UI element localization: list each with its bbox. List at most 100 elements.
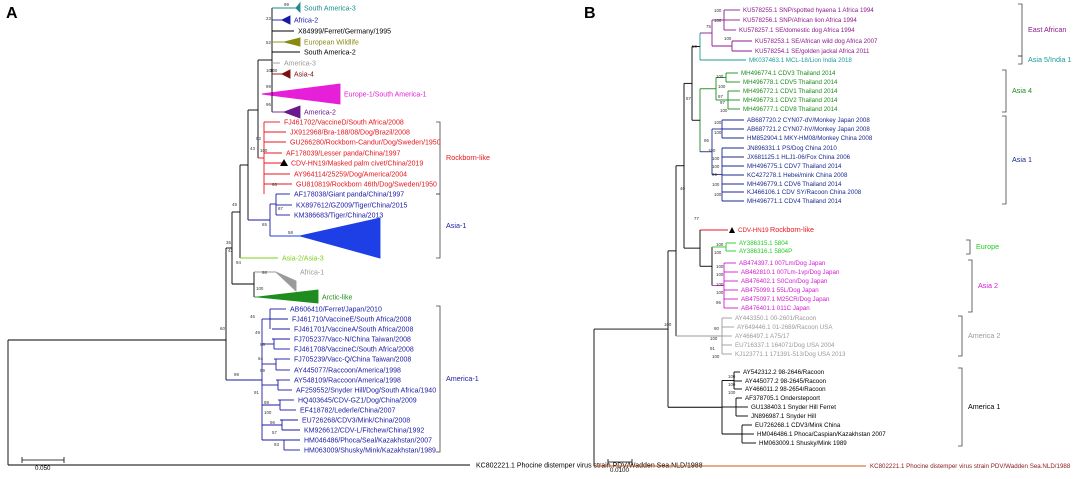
bootstrap-value: 100 [712, 354, 720, 359]
leaf-label-b19: MH496779.1 CDV6 Thailand 2014 [747, 181, 842, 188]
leaf-label-b11: MH496777.1 CDV8 Thailand 2014 [743, 106, 838, 113]
group-label-gB3: Asia 4 [1012, 86, 1032, 95]
bootstrap-value: 93 [274, 442, 279, 447]
group-bracket [436, 193, 441, 259]
leaf-label-b32: AY649446.1 01-2689/Racoon USA [737, 324, 833, 331]
collapsed-clade-triangle [261, 83, 341, 105]
leaf-label-b3: KU578257.1 SE/domestic dog Africa 1994 [739, 27, 855, 34]
leaf-label-a29: FJ705239/Vacc-Q/China Taiwan/2008 [294, 357, 411, 364]
leaf-label-b25: AB474397.1 007Lm/Dog Japan [739, 260, 826, 267]
collapsed-clade-triangle [299, 217, 381, 259]
leaf-label-a10: FJ461702/VaccineD/South Africa/2008 [284, 120, 404, 127]
leaf-label-a26: FJ461701/VaccineA/South Africa/2008 [294, 327, 413, 334]
bootstrap-value: 100 [716, 282, 724, 287]
bootstrap-value: 100 [710, 336, 718, 341]
leaf-label-b43: HM046486.1 Phoca/Caspian/Kazakhstan 2007 [757, 431, 886, 438]
leaf-label-a28: FJ461708/VaccineC/South Africa/2008 [294, 347, 414, 354]
bootstrap-value: 87 [278, 206, 283, 211]
bootstrap-value: 100 [256, 286, 264, 291]
leaf-label-b15: JN896331.1 PS/Dog China 2010 [747, 145, 837, 152]
bootstrap-value: 100 [728, 390, 736, 395]
leaf-label-a5: South America-2 [304, 50, 356, 57]
leaf-label-a30: AY445077/Raccoon/America/1998 [294, 368, 401, 375]
bootstrap-value: 91 [710, 346, 715, 351]
leaf-label-a33: HQ403645/CDV-GZ1/Dog/China/2009 [298, 398, 417, 405]
bootstrap-value: 100 [260, 148, 268, 153]
group-bracket [958, 367, 963, 447]
bootstrap-value: 49 [232, 202, 237, 207]
group-label-gB1: East African [1028, 25, 1066, 34]
bootstrap-value: 100 [264, 410, 272, 415]
group-label-gB9: America 1 [968, 402, 1000, 411]
leaf-label-a17: AF178038/Giant panda/China/1997 [294, 192, 404, 199]
leaf-label-b10: MH496773.1 CDV2 Thailand 2014 [743, 97, 838, 104]
bootstrap-value: 75 [706, 24, 711, 29]
leaf-label-b39: AF378705.1 Onderstepoort [745, 395, 820, 402]
group-label-gB7: Asia 2 [978, 281, 998, 290]
leaf-label-a27: FJ705237/Vacc-N/China Taiwan/2008 [294, 337, 411, 344]
bootstrap-value: 77 [694, 216, 699, 221]
leaf-label-a23: Arctic-like [322, 295, 352, 302]
leaf-label-a31: AY548109/Raccoon/America/1998 [294, 378, 401, 385]
bootstrap-value: 100 [714, 120, 722, 125]
bootstrap-value: 100 [716, 272, 724, 277]
leaf-label-a11: JX912968/Bra-188/08/Dog/Brazil/2008 [290, 130, 410, 137]
group-label-gB6: Europe [976, 242, 999, 251]
bootstrap-value: 66 [272, 182, 277, 187]
bootstrap-value: 97 [720, 100, 725, 105]
leaf-label-a8: Europe-1/South America-1 [344, 92, 427, 99]
bootstrap-value: 97 [718, 94, 723, 99]
bootstrap-value: 99 [284, 2, 289, 7]
bootstrap-value: 100 [716, 74, 724, 79]
leaf-label-a16: GU810819/Rockborn 46th/Dog/Sweden/1950 [296, 182, 437, 189]
leaf-label-a35: EU726268/CDV3/Mink/China/2008 [302, 418, 410, 425]
leaf-label-b31: AY443350.1 00-2601/Racoon [735, 315, 817, 322]
bootstrap-value: 100 [714, 250, 722, 255]
bootstrap-value: 100 [724, 36, 732, 41]
leaf-label-a32: AF259552/Snyder Hill/Dog/South Africa/19… [296, 388, 436, 395]
group-label-gB4: Asia 1 [1012, 155, 1032, 164]
panel-b-labels: KU578255.1 SNP/spotted hyaena 1 Africa 1… [664, 7, 1072, 470]
leaf-label-b22: CDV-HN19 [738, 227, 769, 234]
leaf-label-b21: MH496771.1 CDV4 Thailand 2014 [747, 198, 842, 205]
cdv-hn19-marker-triangle [729, 227, 735, 233]
leaf-label-b23: AY386315.1 5804 [739, 240, 789, 247]
leaf-label-b20: KJ466106.1 CDV SY/Racoon China 2008 [747, 189, 862, 196]
bootstrap-value: 52 [266, 40, 271, 45]
group-bracket [1018, 3, 1023, 57]
bootstrap-value: 90 [714, 326, 719, 331]
panel-b-scale-label: 0.0100 [610, 467, 629, 474]
bootstrap-value: 100 [266, 68, 274, 73]
collapsed-clade-triangle [280, 15, 291, 25]
leaf-label-b16: JX681125.1 HLJ1-06/Fox China 2006 [747, 154, 851, 161]
bootstrap-value: 100 [716, 290, 724, 295]
leaf-label-b35: KJ123771.1 171391-513/Dog USA 2013 [735, 351, 846, 358]
leaf-label-b18: KC427278.1 Hebei/mink China 2008 [747, 172, 848, 179]
group-label-gA1: Rockborn-like [446, 153, 490, 162]
panel-b-scale-bar: 0.0100 [607, 459, 633, 474]
group-bracket [966, 239, 971, 255]
bootstrap-value: 100 [664, 322, 672, 327]
leaf-label-b38: AY466011.2 98-2654/Racoon [745, 386, 826, 393]
leaf-label-a4: European Wildlife [304, 40, 359, 47]
leaf-label-b9: MH496772.1 CDV1 Thailand 2014 [743, 88, 838, 95]
bootstrap-value: 96 [266, 102, 271, 107]
bootstrap-value: 100 [712, 164, 720, 169]
collapsed-clade-triangle [275, 271, 297, 293]
panel-b-tree [593, 3, 1023, 467]
leaf-label-b33: AY466497.1 A75/17 [735, 333, 790, 340]
leaf-label-a22: Africa-1 [300, 270, 324, 277]
leaf-label-a1: South America-3 [304, 6, 356, 13]
bootstrap-value: 60 [220, 326, 225, 331]
leaf-label-a25: FJ461710/VaccineE/South Africa/2008 [292, 317, 411, 324]
bootstrap-value: 46 [250, 314, 255, 319]
leaf-label-a7: Asia-4 [294, 72, 314, 79]
group-label-gB8: America 2 [968, 331, 1000, 340]
bootstrap-value: 100 [712, 182, 720, 187]
bootstrap-value: 96 [270, 420, 275, 425]
leaf-label-b44: HM063009.1 Shusky/Mink 1989 [759, 440, 847, 447]
bootstrap-value: 100 [716, 242, 724, 247]
bootstrap-value: 42 [228, 248, 233, 253]
collapsed-clade-triangle [295, 1, 301, 14]
outgroup-label: KC802221.1 Phocine distemper virus strai… [476, 463, 703, 470]
